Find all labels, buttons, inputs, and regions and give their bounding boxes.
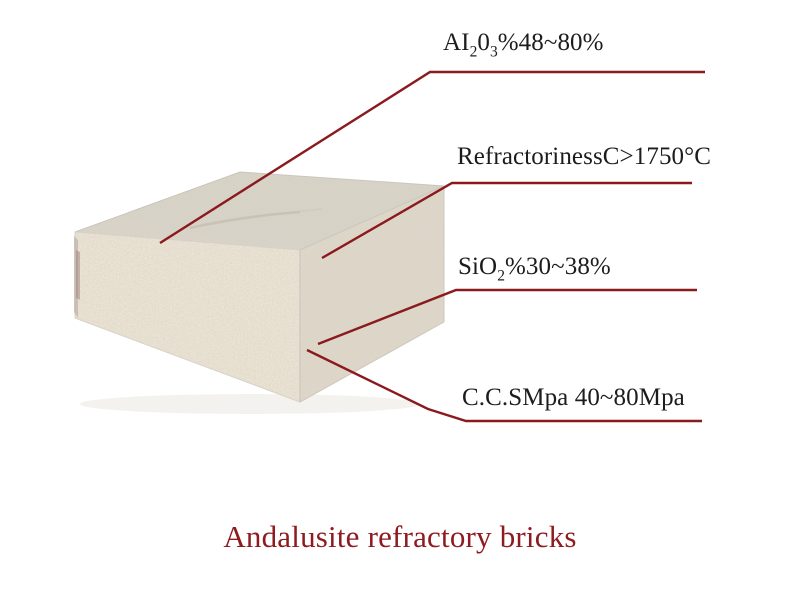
brick-left-edge: [74, 236, 78, 318]
callout-silica-content: SiO2%30~38%: [458, 253, 611, 285]
callout-alumina-sub-2: 2: [469, 43, 478, 61]
leader-line-refractoriness: [321, 181, 692, 260]
callout-ccs-text: C.C.SMpa 40~80Mpa: [462, 384, 685, 411]
product-caption: Andalusite refractory bricks: [223, 519, 577, 554]
brick-front-face: [74, 231, 301, 403]
callout-alumina-mid: 0: [477, 29, 490, 56]
brick-side-face: [299, 185, 445, 403]
callout-refractoriness-text: RefractorinessC>1750°C: [457, 143, 712, 170]
callout-alumina-prefix: AI: [443, 29, 470, 56]
callout-refractoriness: RefractorinessC>1750°C: [457, 143, 712, 170]
callout-silica-sub-2: 2: [497, 267, 505, 285]
callout-alumina-suffix: %48~80%: [497, 29, 604, 56]
brick-left-edge-highlight: [76, 250, 80, 300]
callout-silica-prefix: SiO: [458, 253, 498, 280]
callout-alumina-content: AI203%48~80%: [443, 29, 604, 61]
callout-alumina-sub-3: 3: [489, 43, 498, 61]
leader-line-silica-content: [317, 288, 697, 346]
brick-shadow: [80, 394, 420, 414]
brick-top-face: [74, 171, 445, 251]
callout-silica-suffix: %30~38%: [504, 253, 611, 280]
callout-cold-crushing-strength: C.C.SMpa 40~80Mpa: [462, 384, 685, 411]
